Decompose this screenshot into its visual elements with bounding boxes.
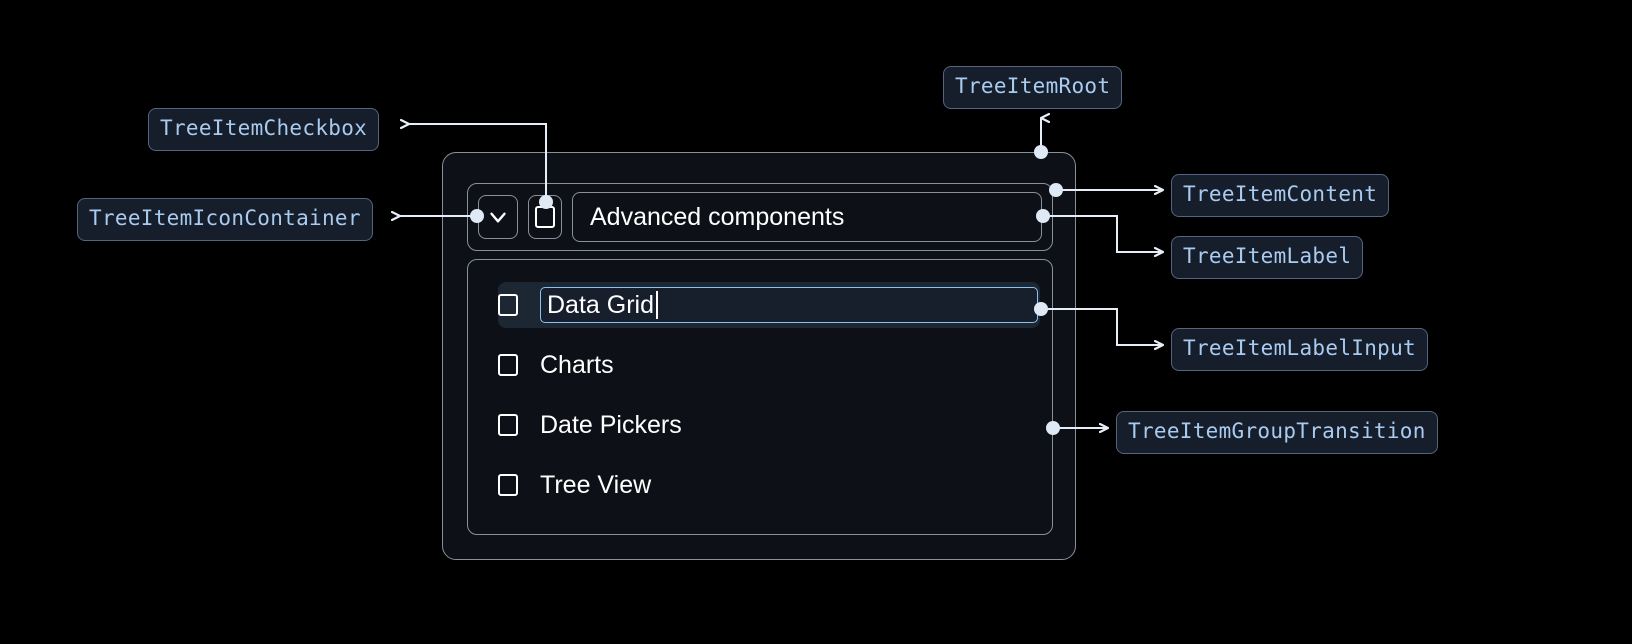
tree-item-group-transition: Data Grid Charts Date Pickers Tree View xyxy=(467,259,1053,535)
tree-item-child-row[interactable]: Date Pickers xyxy=(498,402,1030,448)
annotation-chip-tree-item-label-input: TreeItemLabelInput xyxy=(1171,328,1428,371)
tree-item-label-input[interactable]: Data Grid xyxy=(540,287,1038,323)
tree-item-label[interactable]: Advanced components xyxy=(572,192,1042,242)
annotation-chip-tree-item-icon-container: TreeItemIconContainer xyxy=(77,198,373,241)
chevron-down-icon xyxy=(485,204,511,230)
tree-item-label: Tree View xyxy=(540,470,652,499)
text-caret xyxy=(655,291,658,319)
tree-item-label-text: Advanced components xyxy=(590,202,845,231)
checkbox-box-icon xyxy=(535,206,555,228)
tree-item-child-row[interactable]: Tree View xyxy=(498,462,1030,508)
annotation-chip-tree-item-content: TreeItemContent xyxy=(1171,174,1390,217)
annotation-chip-tree-item-checkbox: TreeItemCheckbox xyxy=(148,108,380,151)
annotation-chip-tree-item-label: TreeItemLabel xyxy=(1171,236,1364,279)
tree-item-icon-container[interactable] xyxy=(478,195,518,239)
tree-item-child-row[interactable]: Data Grid xyxy=(498,282,1040,328)
tree-item-checkbox[interactable] xyxy=(498,474,518,496)
tree-item-child-row[interactable]: Charts xyxy=(498,342,1030,388)
annotation-chip-tree-item-root: TreeItemRoot xyxy=(943,66,1123,109)
tree-item-label: Charts xyxy=(540,350,614,379)
tree-item-root[interactable]: Advanced components Data Grid Charts Dat… xyxy=(442,152,1076,560)
tree-item-checkbox[interactable] xyxy=(498,354,518,376)
annotation-chip-tree-item-group-transition: TreeItemGroupTransition xyxy=(1116,411,1438,454)
tree-item-checkbox[interactable] xyxy=(498,294,518,316)
tree-item-label: Date Pickers xyxy=(540,410,682,439)
tree-item-checkbox[interactable] xyxy=(498,414,518,436)
tree-item-content[interactable]: Advanced components xyxy=(467,183,1053,251)
tree-item-checkbox[interactable] xyxy=(528,195,562,239)
tree-item-label-input-value: Data Grid xyxy=(547,290,654,319)
